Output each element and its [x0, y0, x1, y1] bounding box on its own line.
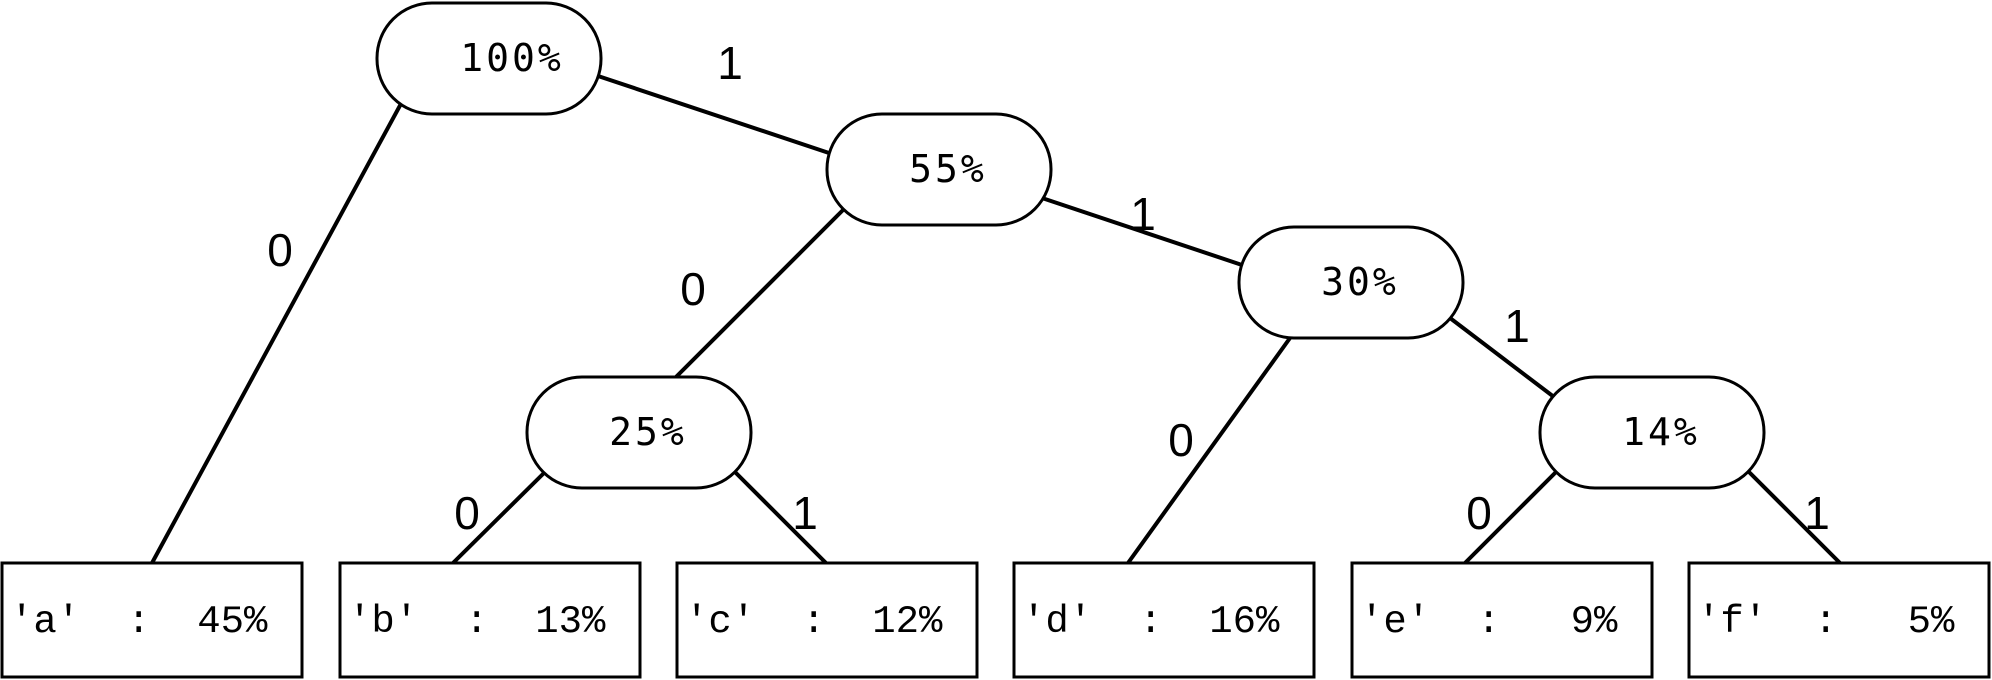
edge-label-55-25: 0	[680, 263, 706, 315]
edge-node-55-to-node-25	[674, 205, 848, 379]
leaf-b-label: 'b' : 13%	[348, 600, 606, 644]
edge-label-root-55: 1	[717, 37, 743, 89]
leaf-f-label: 'f' : 5%	[1697, 600, 1955, 644]
node-55-label: 55%	[909, 147, 987, 191]
edge-label-30-14: 1	[1504, 300, 1530, 352]
edge-node-14-to-leaf-e	[1463, 469, 1559, 565]
leaf-c-label: 'c' : 12%	[685, 600, 943, 644]
edge-label-55-30: 1	[1130, 188, 1156, 240]
leaf-e-label: 'e' : 9%	[1360, 600, 1618, 644]
edge-node-55-to-node-30	[1041, 196, 1243, 267]
edge-label-25-c: 1	[792, 487, 818, 539]
node-25: 25%	[525, 375, 753, 490]
node-14: 14%	[1538, 375, 1766, 490]
leaf-c: 'c' : 12%	[675, 561, 979, 679]
leaf-a-label: 'a' : 45%	[10, 600, 268, 644]
edge-label-root-a: 0	[267, 224, 293, 276]
node-30-label: 30%	[1321, 260, 1399, 304]
node-25-label: 25%	[609, 410, 687, 454]
edge-node-14-to-leaf-f	[1746, 469, 1842, 565]
edge-node-25-to-leaf-c	[732, 469, 828, 565]
leaf-d: 'd' : 16%	[1012, 561, 1316, 679]
node-14-label: 14%	[1622, 410, 1700, 454]
leaf-a: 'a' : 45%	[0, 561, 304, 679]
node-100: 100%	[375, 1, 603, 116]
edge-label-25-b: 0	[454, 487, 480, 539]
node-55: 55%	[825, 112, 1053, 227]
edge-node-30-to-leaf-d	[1126, 336, 1292, 565]
edge-label-14-e: 0	[1466, 487, 1492, 539]
leaf-d-label: 'd' : 16%	[1022, 600, 1280, 644]
edge-label-14-f: 1	[1804, 487, 1830, 539]
edge-node-30-to-node-14	[1448, 316, 1556, 399]
leaf-f: 'f' : 5%	[1687, 561, 1991, 679]
node-100-label: 100%	[460, 36, 564, 80]
edge-root-to-node-55	[597, 74, 833, 156]
leaf-e: 'e' : 9%	[1350, 561, 1654, 679]
edge-label-30-d: 0	[1168, 414, 1194, 466]
node-30: 30%	[1237, 225, 1465, 340]
edge-root-to-leaf-a	[150, 99, 405, 564]
edge-node-25-to-leaf-b	[451, 469, 548, 565]
leaf-b: 'b' : 13%	[338, 561, 642, 679]
